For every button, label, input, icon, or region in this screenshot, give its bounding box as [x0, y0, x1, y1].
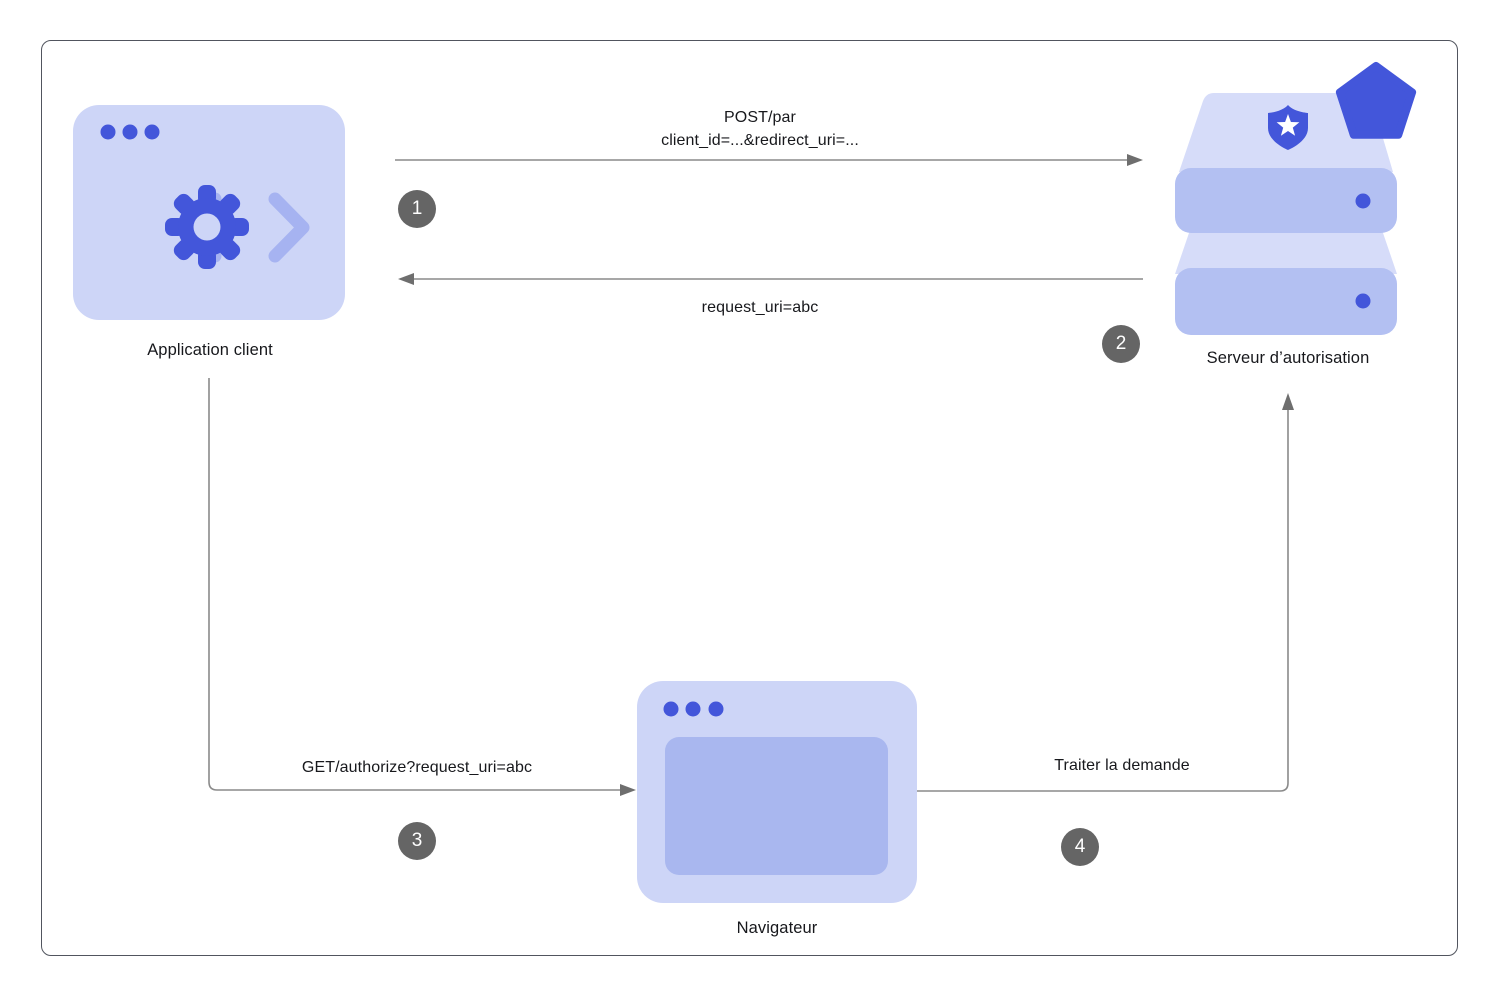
gear-icon [165, 185, 249, 269]
window-dots-icon [663, 701, 724, 717]
flow1-label-line2: client_id=...&redirect_uri=... [661, 132, 859, 149]
server-stack-shield-icon [1175, 62, 1417, 335]
window-dots-icon [100, 124, 160, 140]
browser-window-icon [663, 701, 888, 875]
browser-node [637, 681, 917, 903]
browser-viewport [665, 737, 888, 875]
flow2-label: request_uri=abc [701, 299, 819, 316]
flow4-label: Traiter la demande [1054, 757, 1190, 774]
step-badge-1: 1 [398, 190, 436, 228]
flow1-label: POST/par client_id=...&redirect_uri=... [661, 106, 859, 152]
shield-star-icon [1268, 105, 1308, 150]
step-badge-2: 2 [1102, 325, 1140, 363]
pentagon-badge-icon [1335, 62, 1417, 139]
step-badge-3: 3 [398, 822, 436, 860]
flow3-label: GET/authorize?request_uri=abc [301, 759, 533, 776]
client-app-node [73, 105, 345, 320]
flow1-label-line1: POST/par [724, 109, 796, 126]
client-app-label: Application client [147, 341, 273, 359]
step-badge-4: 4 [1061, 828, 1099, 866]
app-window-gear-icon [100, 124, 310, 269]
browser-label: Navigateur [736, 919, 818, 937]
auth-server-label: Serveur d’autorisation [1206, 349, 1370, 367]
